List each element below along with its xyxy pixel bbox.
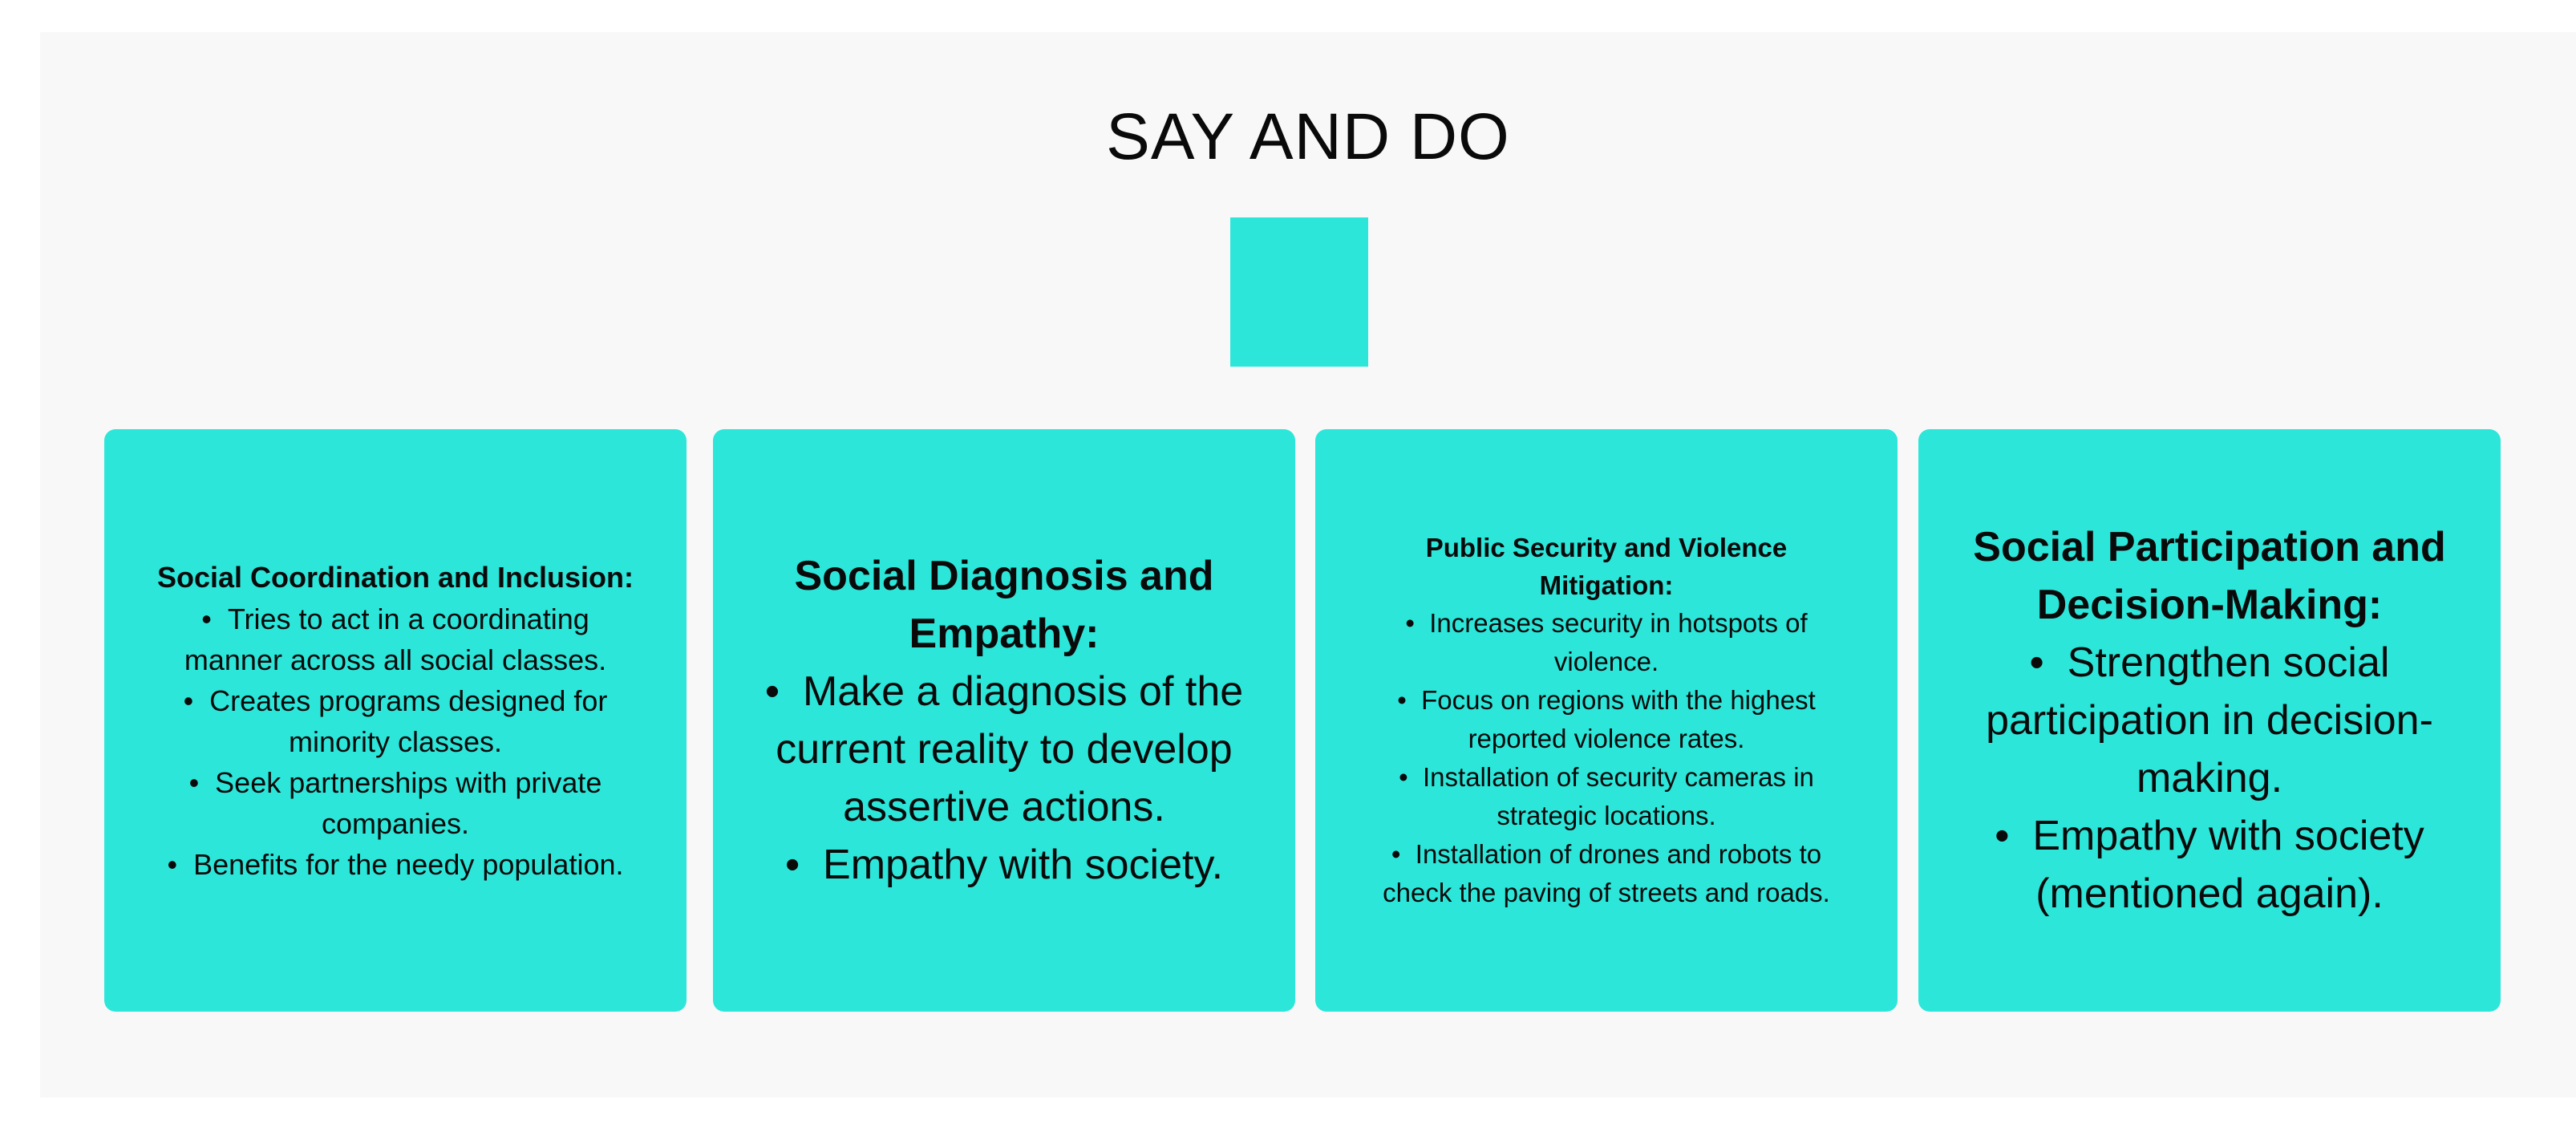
card-title: Social Coordination and Inclusion: [156, 560, 634, 594]
card-title: Social Participation and Decision-Making… [1973, 524, 2446, 628]
bullet-item: Benefits for the needy population. [149, 844, 642, 885]
card-social-diagnosis: Social Diagnosis and Empathy: Make a dia… [713, 429, 1295, 1012]
card-social-participation: Social Participation and Decision-Making… [1918, 429, 2501, 1012]
bullet-item: Empathy with society (mentioned again). [1963, 807, 2456, 923]
card-bullet-list: Make a diagnosis of the current reality … [758, 663, 1250, 894]
bullet-item: Installation of drones and robots to che… [1360, 835, 1853, 912]
bullet-item: Installation of security cameras in stra… [1360, 758, 1853, 835]
bullet-item: Make a diagnosis of the current reality … [758, 663, 1250, 836]
bullet-item: Seek partnerships with private companies… [149, 762, 642, 844]
card-title: Social Diagnosis and Empathy: [794, 553, 1214, 657]
diagram-board: SAY AND DO Social Coordination and Inclu… [40, 32, 2576, 1098]
card-social-coordination: Social Coordination and Inclusion: Tries… [104, 429, 687, 1012]
bullet-item: Increases security in hotspots of violen… [1360, 604, 1853, 681]
card-public-security: Public Security and Violence Mitigation:… [1315, 429, 1898, 1012]
card-title: Public Security and Violence Mitigation: [1425, 533, 1788, 600]
card-bullet-list: Increases security in hotspots of violen… [1360, 604, 1853, 912]
bullet-item: Creates programs designed for minority c… [149, 680, 642, 762]
bullet-item: Tries to act in a coordinating manner ac… [149, 598, 642, 680]
card-bullet-list: Strengthen social participation in decis… [1963, 634, 2456, 923]
diagram-title: SAY AND DO [1106, 100, 1510, 173]
central-node [1230, 217, 1368, 367]
bullet-item: Strengthen social participation in decis… [1963, 634, 2456, 807]
card-bullet-list: Tries to act in a coordinating manner ac… [149, 598, 642, 885]
bullet-item: Empathy with society. [758, 836, 1250, 894]
bullet-item: Focus on regions with the highest report… [1360, 681, 1853, 758]
